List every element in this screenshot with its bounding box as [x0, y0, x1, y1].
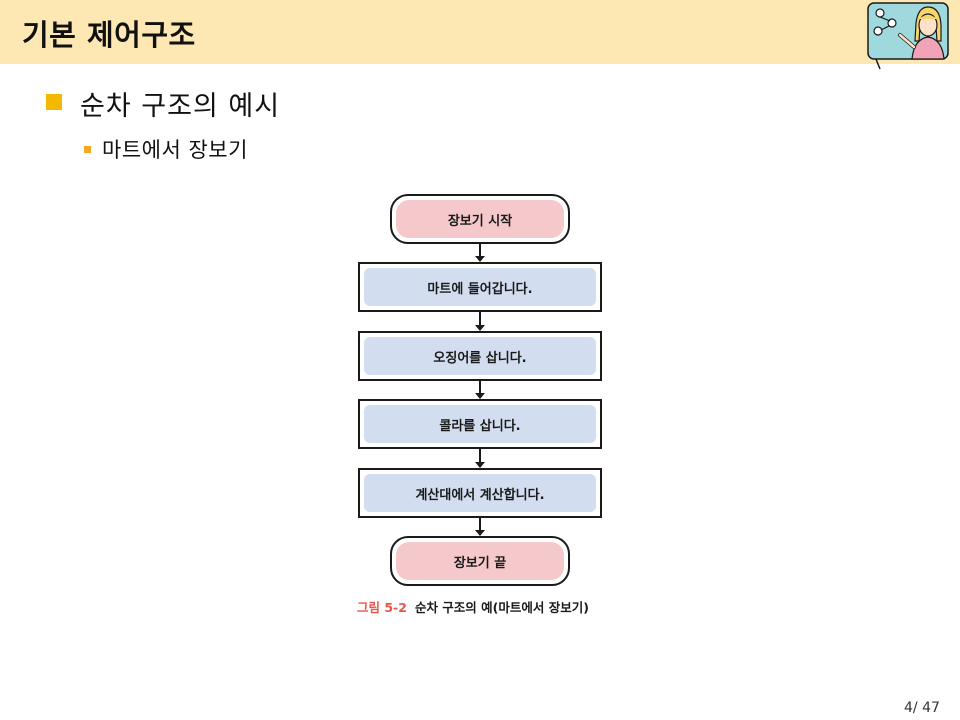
flowchart-step-4: 계산대에서 계산합니다. [358, 468, 602, 518]
bullet-heading: 순차 구조의 예시 [80, 91, 281, 122]
figure-label: 그림 5-2 [357, 600, 407, 615]
figure-caption: 그림 5-2 순차 구조의 예(마트에서 장보기) [357, 597, 589, 616]
bullet-square-icon [46, 94, 62, 110]
flowchart-step-1: 마트에 들어갑니다. [358, 262, 602, 312]
figure-caption-text: 순차 구조의 예(마트에서 장보기) [414, 600, 589, 615]
sub-bullet-square-icon [84, 146, 91, 153]
presenter-avatar-icon [867, 2, 949, 70]
flowchart-step-2: 오징어를 삽니다. [358, 331, 602, 381]
slide-title: 기본 제어구조 [22, 18, 196, 52]
flowchart-step-label: 오징어를 삽니다. [433, 350, 527, 366]
flowchart-end-label: 장보기 끝 [453, 555, 507, 571]
flowchart-start-label: 장보기 시작 [447, 213, 513, 229]
sub-bullet-text: 마트에서 장보기 [102, 138, 248, 162]
flowchart-step-3: 콜라를 삽니다. [358, 399, 602, 449]
page-number: 4/ 47 [904, 700, 940, 716]
flowchart-step-label: 콜라를 삽니다. [439, 418, 521, 434]
flowchart-step-label: 마트에 들어갑니다. [427, 281, 533, 297]
flowchart-start-node: 장보기 시작 [390, 194, 570, 244]
flowchart-step-label: 계산대에서 계산합니다. [415, 487, 545, 503]
flowchart-end-node: 장보기 끝 [390, 536, 570, 586]
slide-header: 기본 제어구조 [0, 0, 960, 70]
